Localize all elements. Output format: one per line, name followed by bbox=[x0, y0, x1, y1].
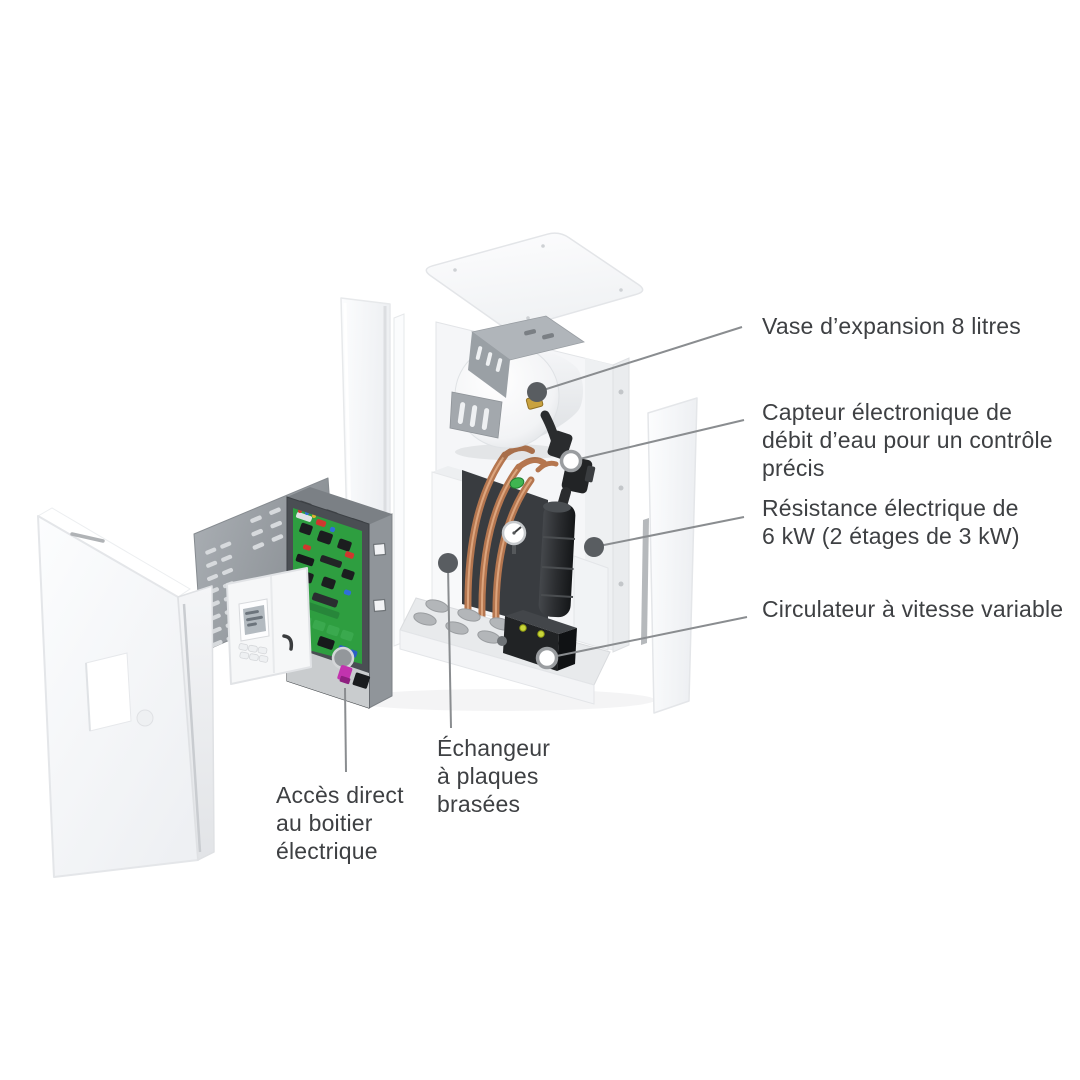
callout-line-vase bbox=[536, 326, 743, 393]
callout-line-acces bbox=[344, 687, 347, 773]
circulator-pump bbox=[497, 610, 577, 671]
callout-marker-echangeur bbox=[438, 553, 458, 573]
label-line: au boitier bbox=[276, 810, 373, 836]
label-line: Résistance électrique de bbox=[762, 495, 1019, 521]
front-door-panel bbox=[36, 507, 215, 878]
door-latch-mark bbox=[282, 634, 294, 651]
callout-marker-capteur bbox=[559, 449, 583, 473]
label-line: à plaques bbox=[437, 763, 539, 789]
callout-marker-circulateur bbox=[535, 646, 559, 670]
callout-line-echangeur bbox=[447, 565, 452, 729]
left-side-panel bbox=[340, 297, 391, 531]
callout-lines bbox=[344, 326, 748, 773]
callout-line-circulateur bbox=[546, 616, 748, 659]
label-line: Échangeur bbox=[437, 735, 551, 761]
copper-pipes bbox=[462, 444, 548, 628]
label-line: Vase d’expansion 8 litres bbox=[762, 313, 1021, 339]
cable-knockout bbox=[331, 646, 355, 670]
top-cover-plate bbox=[425, 232, 644, 330]
callout-label-circulateur: Circulateur à vitesse variable bbox=[762, 595, 1063, 623]
door-hole bbox=[136, 709, 154, 727]
door-window bbox=[85, 652, 132, 732]
control-display bbox=[226, 567, 312, 685]
callout-label-vase-expansion: Vase d’expansion 8 litres bbox=[762, 312, 1021, 340]
callout-label-echangeur-plaques: Échangeur à plaques brasées bbox=[437, 734, 550, 818]
label-line: Capteur électronique de bbox=[762, 399, 1013, 425]
callout-marker-vase bbox=[527, 382, 547, 402]
callout-label-capteur-debit: Capteur électronique de débit d’eau pour… bbox=[762, 398, 1053, 482]
pressure-gauge bbox=[501, 520, 527, 554]
brand-mark bbox=[70, 532, 105, 543]
callout-label-resistance-electrique: Résistance électrique de 6 kW (2 étages … bbox=[762, 494, 1020, 550]
label-line: Circulateur à vitesse variable bbox=[762, 596, 1064, 622]
callout-label-acces-boitier: Accès direct au boitier électrique bbox=[276, 781, 404, 865]
label-line: brasées bbox=[437, 791, 521, 817]
label-line: Accès direct bbox=[276, 782, 404, 808]
callout-marker-resistance bbox=[584, 537, 604, 557]
label-line: débit d’eau pour un contrôle bbox=[762, 427, 1053, 453]
label-line: 6 kW (2 étages de 3 kW) bbox=[762, 523, 1020, 549]
callout-markers bbox=[438, 382, 604, 670]
resistance-cylinder bbox=[538, 501, 609, 651]
label-line: électrique bbox=[276, 838, 378, 864]
label-line: précis bbox=[762, 455, 825, 481]
callout-line-resistance bbox=[593, 516, 745, 548]
callout-line-capteur bbox=[570, 419, 745, 462]
right-side-panel bbox=[641, 397, 698, 714]
